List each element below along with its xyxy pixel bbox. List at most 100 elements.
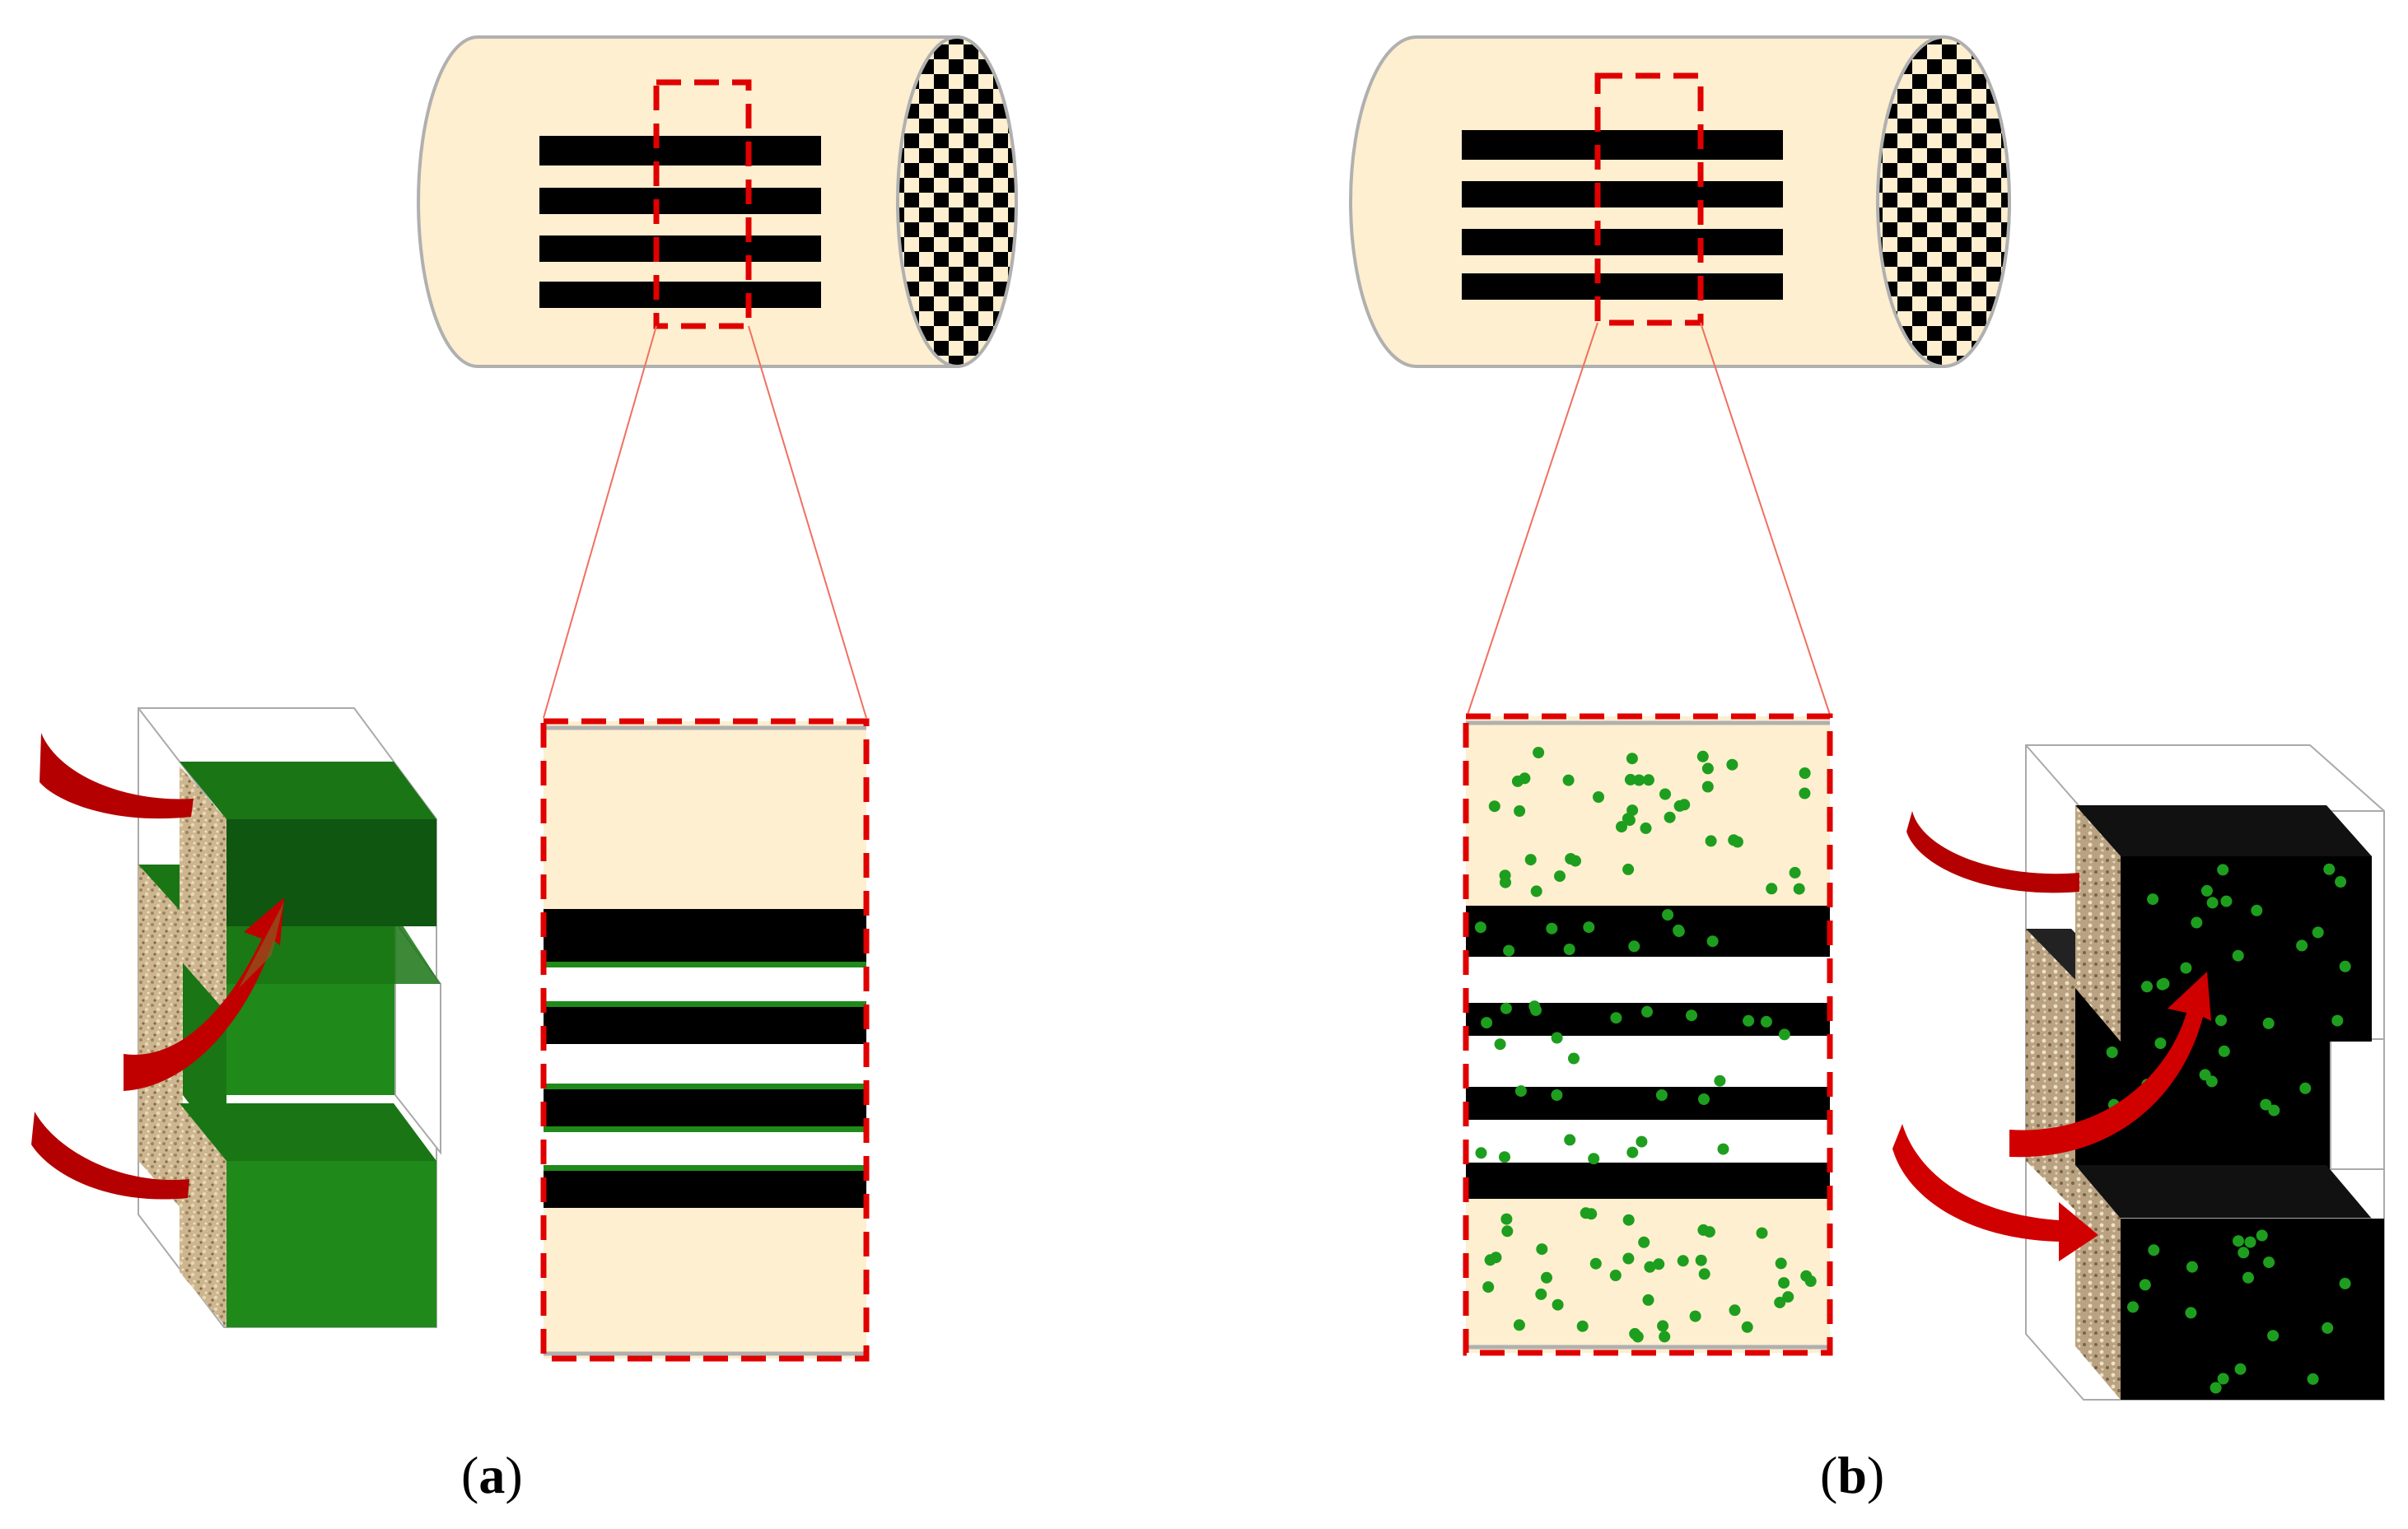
particle-dot	[1622, 1252, 1635, 1265]
particle-dot	[2331, 1014, 2344, 1027]
particle-dot	[1640, 822, 1652, 834]
particle-dot	[1701, 762, 1714, 775]
particle-dot	[1484, 1254, 1496, 1266]
particle-dot	[2185, 1307, 2197, 1319]
particle-dot	[2199, 1069, 2211, 1081]
particle-dot	[1513, 1319, 1525, 1331]
particle-dot	[1696, 750, 1709, 762]
particle-dot	[1585, 1208, 1598, 1220]
flow-arrows-a	[31, 733, 284, 1200]
particle-dot	[2127, 1301, 2139, 1313]
particle-dot	[1528, 1000, 1541, 1013]
particle-dot	[1482, 1281, 1495, 1294]
particle-dot	[2244, 1236, 2256, 1248]
particle-dot	[1500, 1213, 1513, 1225]
particle-dot	[1642, 1294, 1654, 1306]
particle-dot	[1624, 773, 1636, 785]
zoom-line-b-left	[1467, 322, 1598, 716]
particle-dot	[2234, 1363, 2247, 1375]
particle-dot	[1678, 799, 1691, 811]
particle-dot	[1631, 1331, 1644, 1343]
particle-dot	[1698, 1093, 1710, 1105]
particle-dot	[2299, 1082, 2312, 1094]
particle-dot	[1782, 1291, 1794, 1303]
particle-dot	[2220, 895, 2233, 907]
particle-dot	[2323, 863, 2336, 875]
particle-dot	[1563, 944, 1575, 955]
particle-dot	[2106, 1047, 2118, 1058]
particle-dot	[2312, 926, 2324, 939]
particle-dot	[1703, 1226, 1715, 1238]
particle-dot	[1655, 1089, 1668, 1101]
particle-dot	[2206, 897, 2219, 909]
particle-dot	[1588, 1153, 1600, 1165]
particle-dot	[1514, 1085, 1527, 1098]
particle-dot	[1564, 1134, 1576, 1146]
particle-dot	[1626, 804, 1639, 817]
particle-dot	[1633, 774, 1645, 786]
particle-dot	[1562, 774, 1575, 786]
particle-dot	[1653, 1258, 1665, 1270]
particle-dot	[1659, 788, 1671, 800]
particle-dot	[2296, 939, 2308, 952]
particle-dot	[2148, 1244, 2160, 1256]
particle-dot	[1636, 1135, 1648, 1148]
particle-dot	[1741, 1321, 1753, 1333]
particle-dot	[1701, 781, 1714, 793]
particle-dot	[1499, 1151, 1510, 1163]
particle-dot	[1494, 1038, 1506, 1051]
particle-dot	[1799, 767, 1811, 779]
flow-arrows-b	[1892, 811, 2211, 1261]
particle-dot	[1583, 921, 1595, 934]
particle-dot	[1799, 787, 1811, 799]
particle-dot	[1546, 922, 1558, 935]
particle-dot	[1638, 1236, 1650, 1248]
particle-dot	[1686, 1009, 1697, 1022]
particle-dot	[2210, 1382, 2222, 1394]
particle-dot	[1524, 854, 1537, 866]
particle-dot	[2307, 1373, 2319, 1385]
membrane-block-b	[2025, 744, 2385, 1401]
zoom-line-a-right	[748, 325, 867, 719]
particle-dot	[2335, 876, 2347, 888]
particle-dot	[2180, 962, 2192, 974]
particle-dot	[2218, 1045, 2230, 1057]
particle-dot	[1714, 1074, 1726, 1087]
particle-dot	[2233, 1235, 2244, 1247]
particle-dot	[2147, 893, 2159, 906]
particle-dot	[1778, 1028, 1790, 1041]
cylinder-b-stripes	[1462, 130, 1783, 300]
particle-dot	[2242, 1271, 2254, 1284]
particle-dot	[1474, 921, 1486, 934]
particle-dot	[1609, 1270, 1622, 1281]
particle-dot	[1673, 925, 1685, 938]
particle-dot	[1717, 1143, 1729, 1155]
particle-dot	[2158, 977, 2170, 990]
curved-red-arrow-icon	[31, 1112, 189, 1200]
particle-dot	[2256, 1229, 2268, 1242]
particle-dot	[1500, 876, 1511, 888]
particle-dot	[1626, 1146, 1639, 1158]
panel-label-b: (b)	[1820, 1446, 1885, 1504]
particle-dot	[1698, 1268, 1710, 1280]
zoomed-section-b	[1463, 713, 1833, 1356]
particle-dot	[1793, 883, 1805, 895]
particle-dot	[1622, 863, 1635, 875]
zoom-line-b-right	[1700, 322, 1831, 716]
particle-dot	[2268, 1104, 2280, 1116]
particle-dot	[1535, 1288, 1547, 1300]
particle-dot	[2154, 1037, 2167, 1050]
particle-dot	[1641, 1005, 1653, 1018]
particle-dot	[1565, 853, 1577, 865]
particle-dot	[1568, 1052, 1580, 1065]
particle-dot	[2139, 1279, 2151, 1291]
zoom-line-a-left	[543, 325, 657, 719]
particle-dot	[1622, 1214, 1635, 1226]
particle-dot	[1728, 834, 1740, 846]
particle-dot	[1475, 1147, 1487, 1159]
particle-dot	[1533, 747, 1545, 758]
particle-dot	[1551, 1089, 1563, 1101]
particle-dot	[1695, 1254, 1707, 1266]
particle-dot	[2260, 1098, 2272, 1111]
curved-red-arrow-icon	[2009, 972, 2211, 1158]
